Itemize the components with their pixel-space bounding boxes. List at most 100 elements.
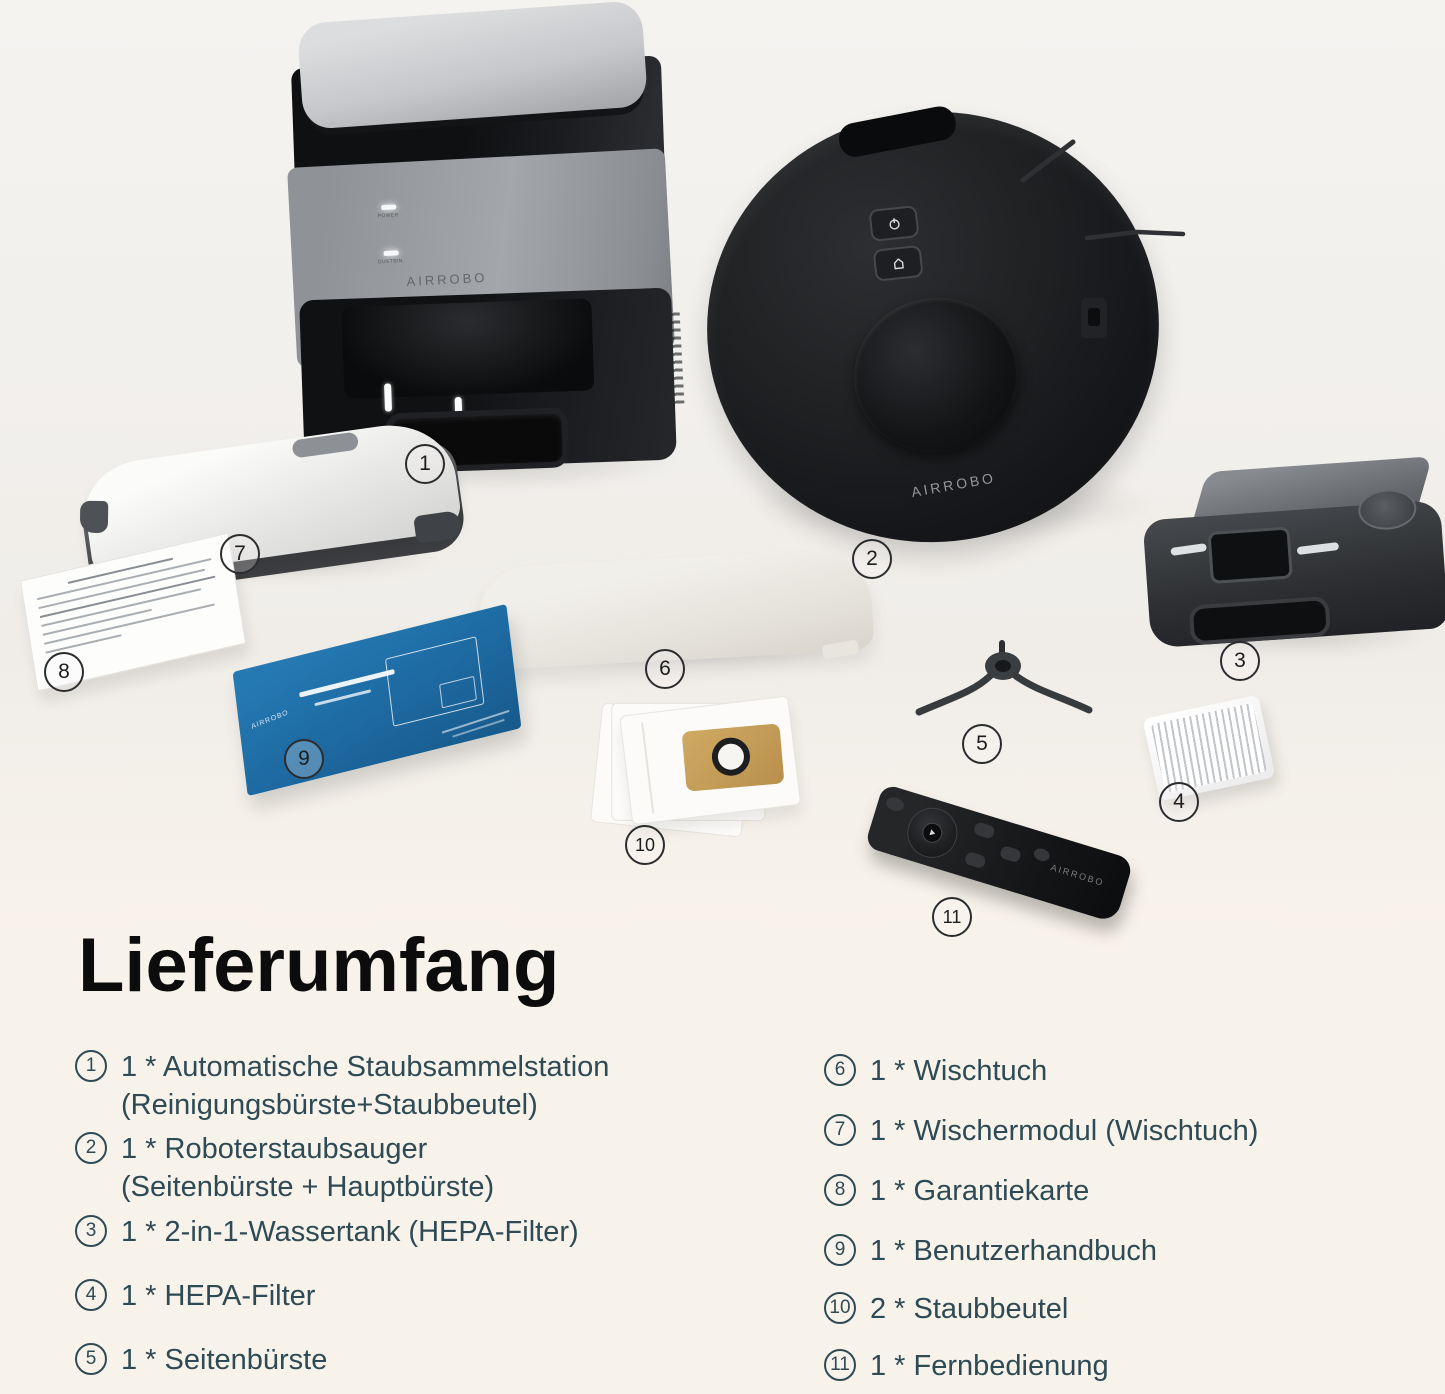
item-number-badge: 7 xyxy=(824,1114,856,1146)
item-number-badge: 2 xyxy=(75,1132,107,1164)
callout-8: 8 xyxy=(44,652,84,692)
legend-item-text: 1 * Wischtuch xyxy=(870,1055,1048,1087)
hepa-pleats xyxy=(1150,702,1268,794)
callout-6: 6 xyxy=(645,649,685,689)
card-text-line xyxy=(45,634,122,654)
dock-bay xyxy=(341,298,595,400)
manual-brand-logo: AIRROBO xyxy=(250,709,290,731)
tank-latch-highlight xyxy=(1296,541,1340,556)
remote-dpad xyxy=(901,801,964,865)
item-number-badge: 6 xyxy=(824,1054,856,1086)
item-number-badge: 10 xyxy=(824,1292,856,1324)
callout-10: 10 xyxy=(625,825,665,865)
power-icon xyxy=(888,217,900,230)
item-number-badge: 8 xyxy=(824,1174,856,1206)
power-button xyxy=(868,205,920,242)
dust-bag xyxy=(619,695,802,826)
card-text-line xyxy=(39,575,216,619)
manual-title-line xyxy=(299,668,395,698)
callout-4: 4 xyxy=(1159,782,1199,822)
remote-home-button xyxy=(999,844,1022,864)
hepa-filter xyxy=(1142,694,1276,802)
dustbin-led-label: DUSTBIN xyxy=(377,258,403,266)
callout-2: 2 xyxy=(852,539,892,579)
item-number-badge: 4 xyxy=(75,1279,107,1311)
lidar-turret xyxy=(839,282,1033,468)
remote-ok-button xyxy=(919,820,945,846)
legend-item-3: 3 1 * 2-in-1-Wassertank (HEPA-Filter) xyxy=(75,1213,579,1251)
legend-item-text: 1 * Fernbedienung xyxy=(870,1350,1109,1382)
auto-empty-station: POWER DUSTBIN AIRROBO xyxy=(287,0,688,474)
legend-item-5: 5 1 * Seitenbürste xyxy=(75,1341,327,1379)
robot-buttons xyxy=(868,205,924,292)
bag-cardboard-collar xyxy=(681,723,785,792)
dustbin-led xyxy=(383,250,399,257)
legend-item-1: 1 1 * Automatische Staubsammelstation (R… xyxy=(75,1048,609,1124)
play-icon xyxy=(929,829,936,837)
remote-body: AIRROBO xyxy=(864,783,1135,924)
station-vents xyxy=(655,311,685,405)
item-number-badge: 5 xyxy=(75,1343,107,1375)
remote-spot-button xyxy=(963,850,987,870)
item-number-badge: 9 xyxy=(824,1234,856,1266)
callout-11: 11 xyxy=(932,897,972,937)
item-number-badge: 11 xyxy=(824,1349,856,1381)
side-brush xyxy=(915,640,1093,716)
callout-7: 7 xyxy=(220,534,260,574)
legend-item-text: 1 * Benutzerhandbuch xyxy=(870,1235,1157,1267)
remote-control: AIRROBO xyxy=(864,770,1154,924)
legend-item-text: 1 * Seitenbürste xyxy=(121,1344,328,1376)
tank-inlet xyxy=(1207,526,1293,585)
remote-brand-logo: AIRROBO xyxy=(1049,862,1106,889)
remote-mode-button xyxy=(972,821,996,840)
bag-inlet-ring xyxy=(710,736,752,778)
legend-item-text: 1 * Roboterstaubsauger (Seitenbürste + H… xyxy=(121,1133,495,1203)
remote-power-button xyxy=(884,795,906,814)
item-number-badge: 3 xyxy=(75,1215,107,1247)
legend-item-text: 1 * Wischermodul (Wischtuch) xyxy=(870,1115,1259,1147)
legend-item-7: 7 1 * Wischermodul (Wischtuch) xyxy=(824,1112,1258,1150)
remote-fan-button xyxy=(1032,846,1052,863)
legend-item-4: 4 1 * HEPA-Filter xyxy=(75,1277,315,1315)
robot-vacuum: AIRROBO xyxy=(685,89,1186,565)
robot-top-cover: AIRROBO xyxy=(685,89,1181,565)
mop-module-corner xyxy=(79,500,109,534)
legend-item-8: 8 1 * Garantiekarte xyxy=(824,1172,1089,1210)
home-dock-icon xyxy=(893,257,904,269)
legend-item-6: 6 1 * Wischtuch xyxy=(824,1052,1047,1090)
item-number-badge: 1 xyxy=(75,1050,107,1082)
legend-item-text: 1 * Automatische Staubsammelstation (Rei… xyxy=(121,1051,610,1121)
legend-item-11: 11 1 * Fernbedienung xyxy=(824,1347,1109,1385)
legend-item-text: 1 * Garantiekarte xyxy=(870,1175,1090,1207)
robot-brand-logo: AIRROBO xyxy=(910,469,998,501)
robot-lid-recess xyxy=(836,103,959,160)
tank-front-face xyxy=(1142,487,1445,649)
tank-latch-highlight xyxy=(1170,543,1208,556)
callout-9: 9 xyxy=(284,739,324,779)
card-text-line xyxy=(38,568,206,610)
photo-area: POWER DUSTBIN AIRROBO xyxy=(0,0,1445,937)
user-manual: AIRROBO xyxy=(232,603,522,797)
manual-sketch-detail xyxy=(439,675,477,709)
dock-button xyxy=(872,244,924,282)
legend-item-text: 1 * 2-in-1-Wassertank (HEPA-Filter) xyxy=(121,1216,579,1248)
dust-bags xyxy=(587,691,815,854)
legend-item-2: 2 1 * Roboterstaubsauger (Seitenbürste +… xyxy=(75,1130,494,1206)
page-title: Lieferumfang xyxy=(78,923,560,1008)
legend-item-10: 10 2 * Staubbeutel xyxy=(824,1290,1068,1328)
callout-3: 3 xyxy=(1220,641,1260,681)
mop-cloth-tab xyxy=(821,639,860,660)
card-text-line xyxy=(41,588,201,627)
power-led-label: POWER xyxy=(377,212,399,220)
legend-item-text: 1 * HEPA-Filter xyxy=(121,1280,316,1312)
bag-seam xyxy=(641,722,655,814)
tank-handle xyxy=(1188,595,1332,646)
legend-item-9: 9 1 * Benutzerhandbuch xyxy=(824,1232,1157,1270)
callout-1: 1 xyxy=(405,444,445,484)
callout-5: 5 xyxy=(962,724,1002,764)
power-led xyxy=(381,204,397,211)
manual-station-sketch xyxy=(384,636,485,727)
water-tank-dustbin xyxy=(1139,456,1445,675)
installed-side-brush xyxy=(1020,139,1186,338)
